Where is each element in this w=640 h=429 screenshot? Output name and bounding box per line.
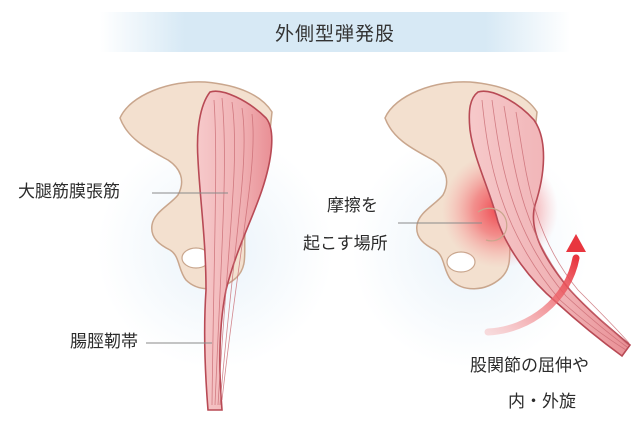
arrow-head (566, 234, 586, 252)
label-iliotibial-band: 腸脛靭帯 (70, 332, 138, 352)
left-tfl-muscle (196, 90, 273, 411)
label-tensor-fasciae-latae: 大腿筋膜張筋 (18, 182, 120, 202)
label-friction-line2: 起こす場所 (303, 234, 388, 254)
left-hip-figure (97, 81, 333, 411)
label-friction-line1: 摩擦を (327, 196, 378, 216)
right-hip-figure (352, 81, 632, 368)
page-title: 外側型弾発股 (274, 22, 395, 45)
label-motion-line1: 股関節の屈伸や (470, 356, 589, 376)
curved-arrow-icon (484, 254, 580, 336)
right-tfl-muscle (468, 90, 632, 358)
label-motion-line2: 内・外旋 (508, 392, 576, 412)
title-band: 外側型弾発股 (100, 12, 570, 52)
